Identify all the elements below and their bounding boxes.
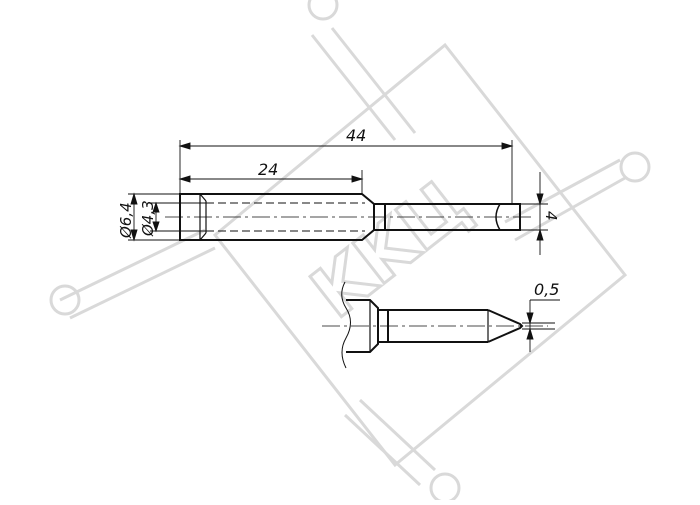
arrow bbox=[536, 193, 544, 206]
watermark-circle bbox=[49, 284, 81, 316]
arrow bbox=[130, 192, 138, 205]
arrow bbox=[501, 142, 514, 150]
chamfer-line bbox=[199, 232, 207, 241]
watermark-line bbox=[69, 246, 216, 320]
watermark-line bbox=[310, 34, 397, 141]
dim-label-outer-diameter: Ø6,4 bbox=[117, 202, 135, 239]
arrow bbox=[351, 175, 364, 183]
arrow bbox=[526, 312, 534, 325]
watermark-circle bbox=[429, 472, 461, 504]
break-line bbox=[341, 281, 351, 369]
arrow bbox=[526, 327, 534, 340]
watermark-line bbox=[358, 398, 437, 472]
arrow bbox=[536, 228, 544, 241]
arrow bbox=[152, 221, 160, 233]
arrow bbox=[152, 201, 160, 213]
dim-label-tip-width: 4 bbox=[542, 211, 560, 221]
arrow bbox=[130, 229, 138, 242]
dim-label-tip-thickness: 0,5 bbox=[534, 280, 559, 299]
side-tip-taper bbox=[487, 309, 524, 343]
tip-side-view bbox=[322, 281, 548, 369]
watermark-line bbox=[343, 413, 422, 487]
watermark-circle bbox=[619, 151, 651, 183]
side-body-outline bbox=[346, 299, 379, 353]
dim-label-inner-diameter: Ø4,3 bbox=[139, 200, 157, 237]
watermark-line bbox=[504, 158, 621, 224]
watermark-text: KKЦ bbox=[296, 163, 483, 334]
dim-label-overall-length: 44 bbox=[346, 126, 366, 145]
arrow bbox=[178, 142, 191, 150]
watermark-line bbox=[59, 228, 206, 302]
dimensions-side bbox=[522, 299, 560, 352]
dimensions-top bbox=[128, 140, 548, 255]
watermark-line bbox=[330, 27, 417, 134]
chamfer-line bbox=[199, 193, 207, 202]
arrow bbox=[178, 175, 191, 183]
dim-label-body-length: 24 bbox=[258, 160, 278, 179]
watermark-circle bbox=[307, 0, 339, 21]
